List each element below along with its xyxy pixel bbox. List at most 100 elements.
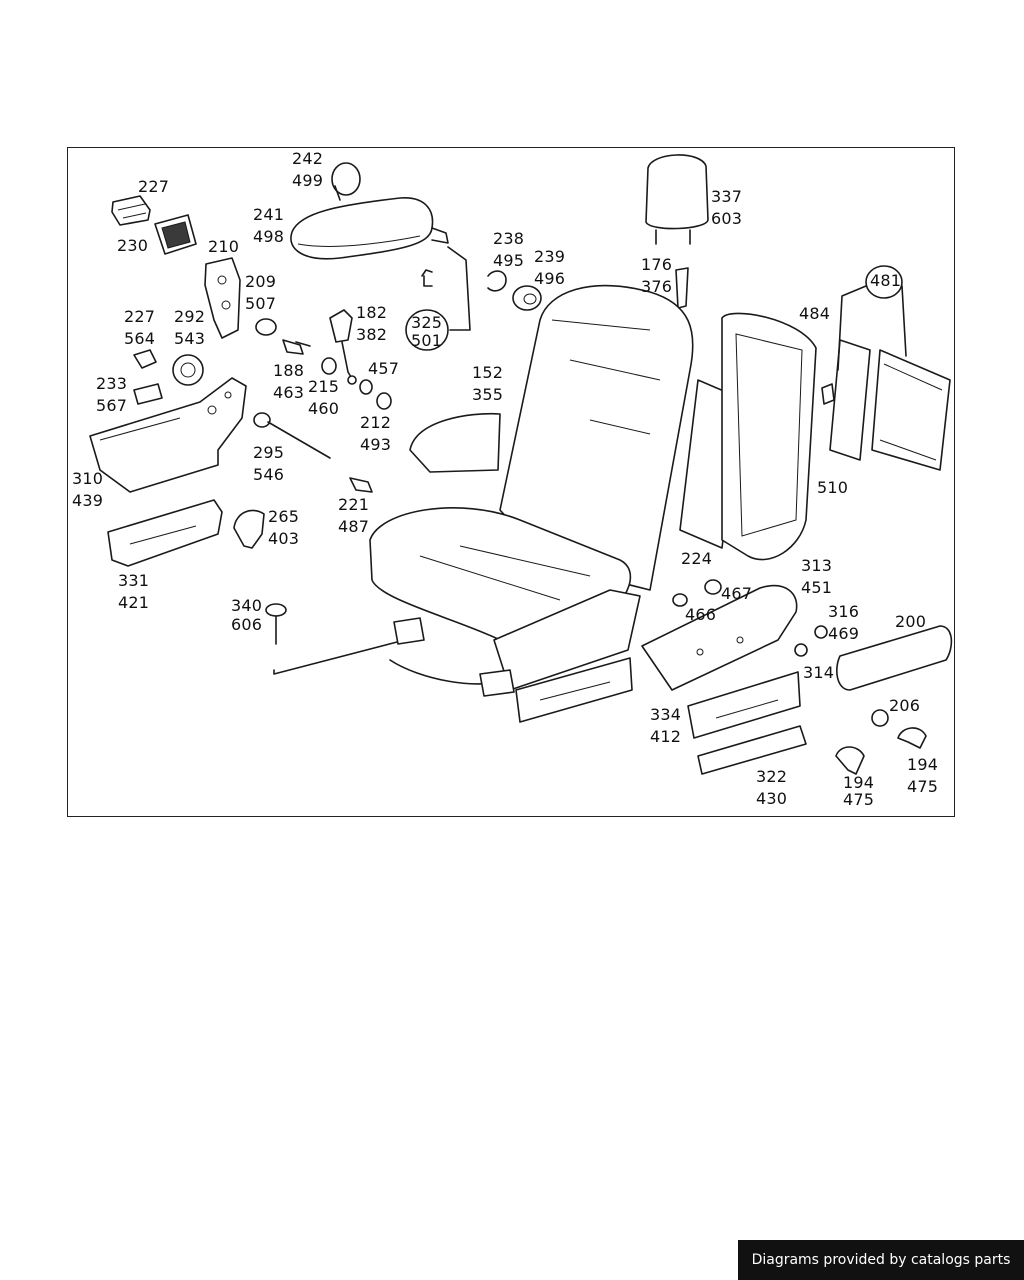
- callout-200: 200: [895, 611, 926, 633]
- switch-part-233: [133, 383, 163, 405]
- diagram-frame: [67, 147, 955, 817]
- front-trim-seat: [515, 657, 633, 723]
- callout-line: 463: [273, 383, 305, 402]
- knob-212: [376, 392, 392, 410]
- callout-line: 215: [308, 377, 340, 396]
- callout-line: 292: [174, 307, 206, 326]
- inner-trim-313: [641, 584, 798, 691]
- callout-line: 412: [650, 727, 682, 746]
- callout-line: 603: [711, 209, 743, 228]
- callout-line: 467: [721, 584, 753, 603]
- washer-215: [321, 357, 337, 375]
- lever-182: [329, 309, 357, 385]
- switch-housing-230: [154, 214, 197, 255]
- callout-line: 564: [124, 329, 156, 348]
- callout-230: 230: [117, 235, 148, 257]
- callout-line: 313: [801, 556, 833, 575]
- callout-line: 457: [368, 359, 400, 378]
- callout-457: 457: [368, 358, 399, 380]
- clip-484: [821, 383, 835, 405]
- washer-457: [359, 379, 373, 395]
- clip-194-left: [835, 746, 865, 775]
- trim-334: [687, 671, 801, 739]
- callout-line: 430: [756, 789, 788, 808]
- callout-line: 510: [817, 478, 849, 497]
- bracket-265: [233, 509, 265, 549]
- screw-316: [814, 625, 828, 639]
- callout-line: 501: [411, 331, 443, 350]
- callout-line: 265: [268, 507, 300, 526]
- callout-line: 340: [231, 596, 263, 615]
- backrest-frame-510: [721, 312, 817, 561]
- callout-line: 227: [124, 307, 156, 326]
- callout-line: 322: [756, 767, 788, 786]
- callout-line: 481: [870, 271, 902, 290]
- callout-line: 221: [338, 495, 370, 514]
- seat-152: [369, 284, 694, 697]
- callout-line: 487: [338, 517, 370, 536]
- callout-line: 376: [641, 277, 673, 296]
- callout-line: 475: [907, 777, 939, 796]
- clip-238: [487, 270, 507, 292]
- callout-line: 543: [174, 329, 206, 348]
- callout-314: 314: [803, 662, 834, 684]
- callout-line: 314: [803, 663, 835, 682]
- callout-line: 209: [245, 272, 277, 291]
- callout-line: 466: [685, 605, 717, 624]
- grommet-239: [512, 285, 542, 311]
- callout-line: 484: [799, 304, 831, 323]
- callout-line: 206: [889, 696, 921, 715]
- callout-210: 210: [208, 236, 239, 258]
- callout-line: 606: [231, 615, 263, 634]
- callout-line: 325: [411, 313, 443, 332]
- callout-line: 567: [96, 396, 128, 415]
- guide-176: [675, 267, 689, 309]
- callout-227-a: 227: [138, 176, 169, 198]
- headrest-337: [645, 154, 709, 245]
- bolt-340: [265, 603, 421, 675]
- callout-line: 469: [828, 624, 860, 643]
- callout-line: 224: [681, 549, 713, 568]
- callout-481: 481: [870, 270, 901, 292]
- callout-line: 403: [268, 529, 300, 548]
- callout-line: 227: [138, 177, 170, 196]
- callout-line: 421: [118, 593, 150, 612]
- screw-314: [794, 643, 808, 657]
- callout-466: 466: [685, 604, 716, 626]
- callout-line: 194: [843, 773, 875, 792]
- callout-206: 206: [889, 695, 920, 717]
- trim-piece-210: [204, 257, 241, 339]
- callout-line: 496: [534, 269, 566, 288]
- callout-467: 467: [721, 583, 752, 605]
- callout-line: 152: [472, 363, 504, 382]
- callout-line: 498: [253, 227, 285, 246]
- callout-line: 182: [356, 303, 388, 322]
- callout-line: 439: [72, 491, 104, 510]
- knob-292: [172, 354, 204, 386]
- callout-line: 334: [650, 705, 682, 724]
- callout-line: 451: [801, 578, 833, 597]
- callout-line: 176: [641, 255, 673, 274]
- callout-510: 510: [817, 477, 848, 499]
